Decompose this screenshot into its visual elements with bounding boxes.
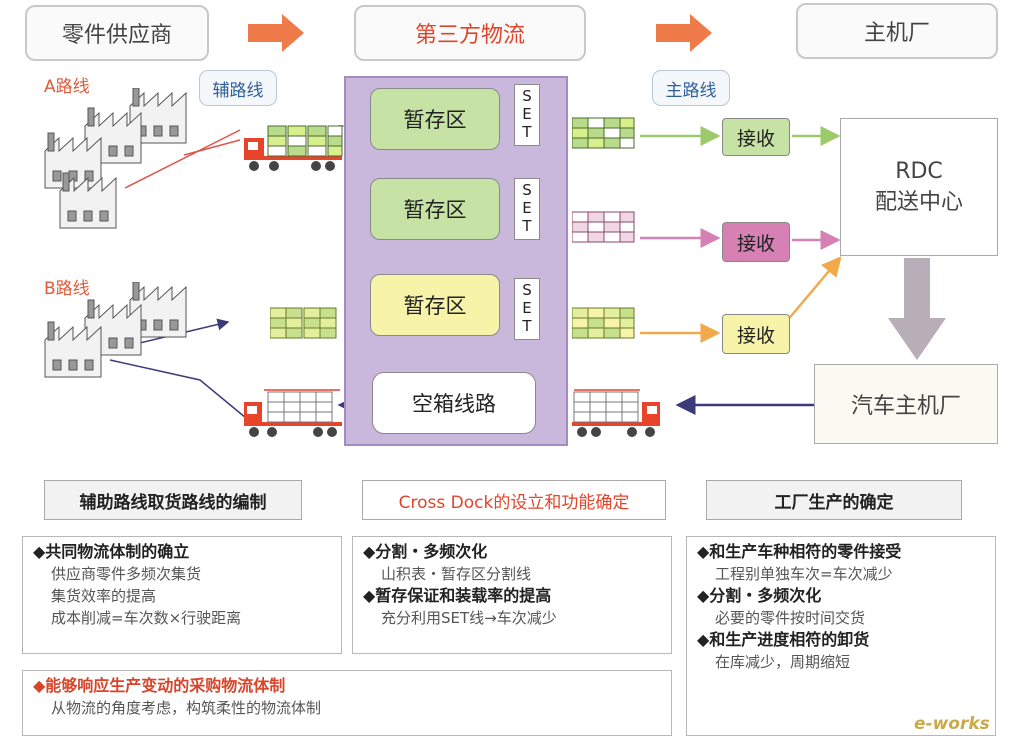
set-line-3: S E T bbox=[514, 278, 540, 340]
bullet-heading: ◆分割・多频次化 bbox=[363, 542, 488, 561]
rdc-title: RDC bbox=[895, 158, 943, 184]
receiving-box-yellow: 接收 bbox=[722, 314, 790, 354]
set-letter: S bbox=[522, 87, 532, 105]
set-letter: T bbox=[522, 317, 532, 335]
bullet-line: 必要的零件按时间交货 bbox=[715, 609, 866, 627]
bullet-heading: ◆暂存保证和装载率的提高 bbox=[363, 586, 552, 605]
right-arrow-icon bbox=[248, 14, 304, 56]
bullet-line: 集货效率的提高 bbox=[51, 587, 157, 605]
bullet-heading: ◆分割・多频次化 bbox=[697, 586, 822, 605]
set-letter: E bbox=[522, 299, 532, 317]
staging-zone-green: 暂存区 bbox=[370, 88, 500, 150]
factory-icon-group-b bbox=[44, 282, 187, 378]
rdc-distribution-center: RDC 配送中心 bbox=[840, 118, 998, 256]
truck-icon-a bbox=[244, 125, 343, 171]
bullet-line: 山积表・暂存区分割线 bbox=[381, 565, 532, 583]
set-letter: T bbox=[522, 217, 532, 235]
cargo-stack-green bbox=[572, 117, 635, 149]
set-letter: S bbox=[522, 181, 532, 199]
right-arrow-icon bbox=[656, 14, 712, 56]
cross-dock-panel: ◆分割・多频次化 山积表・暂存区分割线 ◆暂存保证和装载率的提高 充分利用SET… bbox=[352, 536, 672, 654]
watermark-logo: e-works bbox=[914, 714, 990, 734]
main-route-tag: 主路线 bbox=[652, 70, 730, 106]
bullet-line: 供应商零件多频次集货 bbox=[51, 565, 202, 583]
set-letter: T bbox=[522, 123, 532, 141]
truck-icon-empty-left bbox=[244, 389, 342, 437]
bullet-line: 在库减少，周期缩短 bbox=[715, 653, 851, 671]
cargo-stack-pink bbox=[572, 211, 635, 243]
set-line-2: S E T bbox=[514, 178, 540, 240]
bullet-heading: ◆共同物流体制的确立 bbox=[33, 542, 190, 561]
staging-zone-yellow: 暂存区 bbox=[370, 274, 500, 336]
procurement-note-panel: ◆能够响应生产变动的采购物流体制 从物流的角度考虑，构筑柔性的物流体制 bbox=[22, 670, 672, 736]
receiving-box-pink: 接收 bbox=[722, 222, 790, 262]
factory-icon-group-a bbox=[44, 88, 187, 229]
cargo-stack-yellow bbox=[572, 307, 635, 339]
receiving-box-green: 接收 bbox=[722, 118, 790, 156]
a-route-label: A路线 bbox=[44, 77, 90, 97]
bullet-line: 从物流的角度考虑，构筑柔性的物流体制 bbox=[51, 699, 322, 717]
aux-route-tag: 辅路线 bbox=[199, 70, 277, 106]
bullet-line: 成本削减=车次数×行驶距离 bbox=[51, 609, 242, 627]
bullet-line: 工程别单独车次=车次减少 bbox=[715, 565, 893, 583]
supplier-header: 零件供应商 bbox=[25, 5, 209, 61]
empty-box-route: 空箱线路 bbox=[372, 372, 536, 434]
set-letter: E bbox=[522, 199, 532, 217]
set-letter: E bbox=[522, 105, 532, 123]
oem-header: 主机厂 bbox=[796, 3, 998, 59]
section-title-cross-dock: Cross Dock的设立和功能确定 bbox=[362, 480, 666, 520]
staging-zone-pink: 暂存区 bbox=[370, 178, 500, 240]
bullet-heading: ◆和生产进度相符的卸货 bbox=[697, 630, 870, 649]
set-letter: S bbox=[522, 281, 532, 299]
b-route-label: B路线 bbox=[44, 279, 90, 299]
bullet-line: 充分利用SET线→车次减少 bbox=[381, 609, 557, 627]
aux-route-panel: ◆共同物流体制的确立 供应商零件多频次集货 集货效率的提高 成本削减=车次数×行… bbox=[22, 536, 342, 654]
bullet-heading: ◆能够响应生产变动的采购物流体制 bbox=[33, 676, 286, 695]
third-party-logistics-header: 第三方物流 bbox=[354, 5, 586, 61]
bullet-heading: ◆和生产车种相符的零件接受 bbox=[697, 542, 902, 561]
factory-panel: ◆和生产车种相符的零件接受 工程别单独车次=车次减少 ◆分割・多频次化 必要的零… bbox=[686, 536, 996, 736]
rdc-subtitle: 配送中心 bbox=[874, 189, 963, 215]
set-line-1: S E T bbox=[514, 84, 540, 146]
section-title-factory: 工厂生产的确定 bbox=[706, 480, 962, 520]
section-title-aux-route: 辅助路线取货路线的编制 bbox=[44, 480, 302, 520]
auto-oem-box: 汽车主机厂 bbox=[814, 364, 998, 444]
cargo-stack-b bbox=[270, 307, 337, 339]
truck-icon-empty-right bbox=[572, 389, 660, 437]
